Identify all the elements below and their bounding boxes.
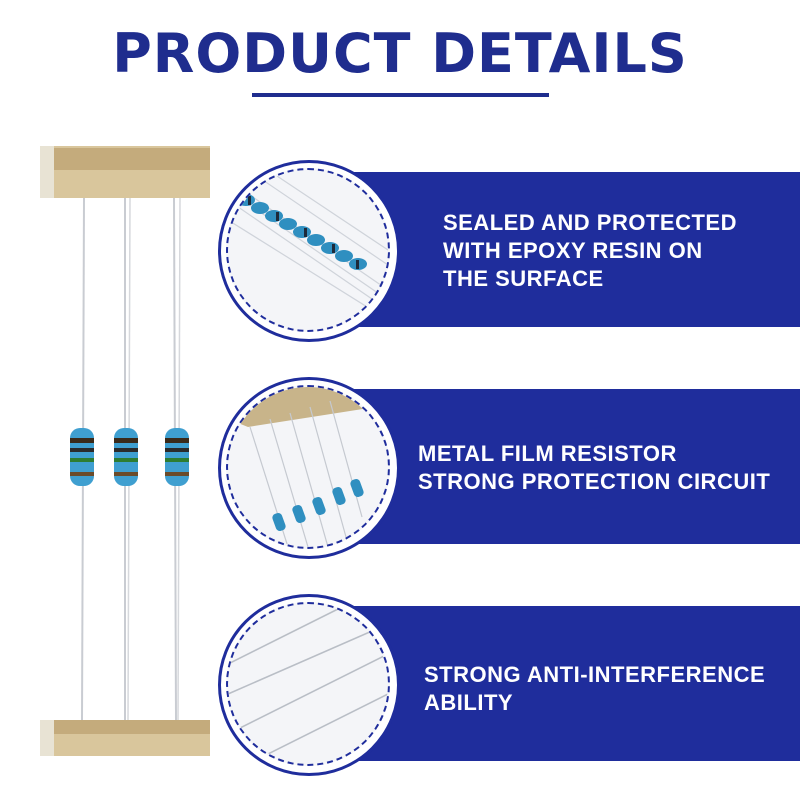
- resistor-2: [114, 197, 138, 721]
- feature-line: METAL FILM RESISTOR: [418, 441, 677, 466]
- feature-line: STRONG ANTI-INTERFERENCE: [424, 662, 766, 687]
- page-title: PRODUCT DETAILS: [112, 22, 688, 85]
- feature-line: WITH EPOXY RESIN ON: [443, 238, 703, 263]
- resistor-product-image: [40, 146, 210, 756]
- feature-line: THE SURFACE: [443, 266, 604, 291]
- taped-resistors-icon: [226, 385, 390, 549]
- feature-text-1: SEALED AND PROTECTED WITH EPOXY RESIN ON…: [443, 209, 737, 293]
- resistor-bundle-icon: [226, 168, 390, 332]
- feature-line: ABILITY: [424, 690, 514, 715]
- title-underline: [252, 93, 549, 97]
- feature-image-3: [218, 594, 400, 776]
- resistor-leads-icon: [226, 602, 390, 766]
- feature-line: SEALED AND PROTECTED: [443, 210, 737, 235]
- feature-text-3: STRONG ANTI-INTERFERENCE ABILITY: [424, 661, 765, 717]
- feature-line: STRONG PROTECTION CIRCUIT: [418, 469, 771, 494]
- feature-image-1: [218, 160, 400, 342]
- resistor-1: [70, 197, 94, 721]
- resistor-3: [165, 197, 189, 721]
- feature-text-2: METAL FILM RESISTOR STRONG PROTECTION CI…: [418, 440, 770, 496]
- feature-image-2: [218, 377, 400, 559]
